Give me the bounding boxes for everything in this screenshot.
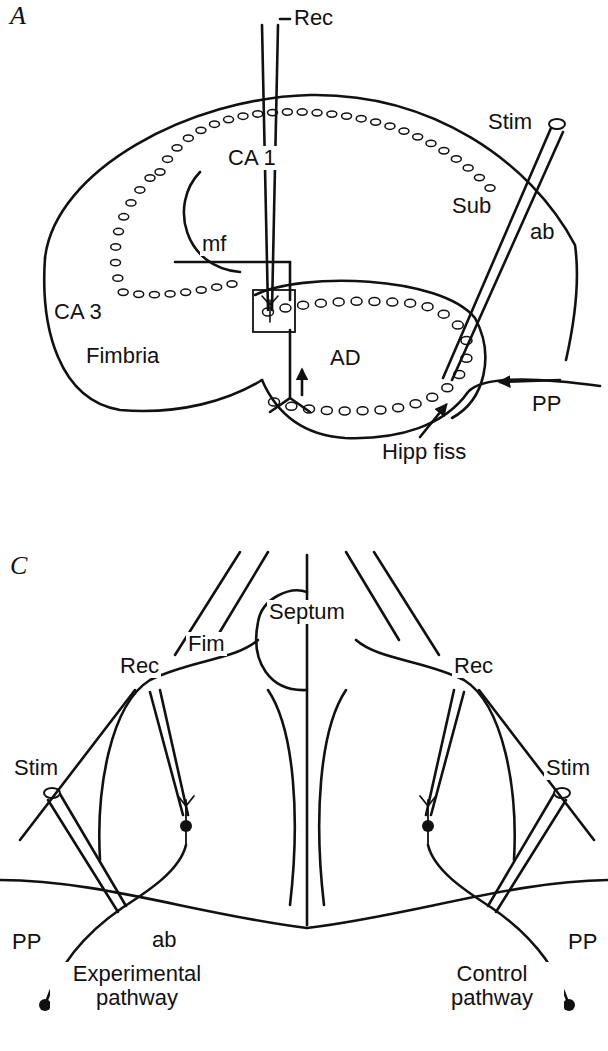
- part-label: Fimbria: [84, 344, 161, 368]
- part-label: Stim: [486, 110, 534, 134]
- part-label: Sub: [450, 194, 493, 218]
- panel-letter: C: [8, 552, 29, 581]
- panel-letter: A: [8, 2, 28, 31]
- part-label: ab: [528, 220, 556, 244]
- part-label: Rec: [452, 654, 495, 678]
- part-label: Hipp fiss: [380, 440, 468, 464]
- part-label: Septum: [267, 600, 347, 624]
- part-label: mf: [200, 232, 228, 256]
- part-label: PP: [10, 930, 43, 954]
- part-label: Control pathway: [420, 962, 564, 1010]
- part-label: Rec: [292, 6, 335, 30]
- part-label: Experimental pathway: [50, 962, 224, 1010]
- part-label: Fim: [186, 632, 227, 656]
- part-label: CA 1: [226, 146, 278, 170]
- part-label: Stim: [12, 756, 60, 780]
- panel-a-drawing: [44, 19, 600, 438]
- part-label: CA 3: [52, 300, 104, 324]
- panel-c-drawing: [0, 552, 608, 1011]
- part-label: ab: [150, 928, 178, 952]
- part-label: AD: [328, 346, 363, 370]
- part-label: Rec: [118, 654, 161, 678]
- part-label: Stim: [544, 756, 592, 780]
- part-label: PP: [566, 930, 599, 954]
- part-label: PP: [530, 392, 563, 416]
